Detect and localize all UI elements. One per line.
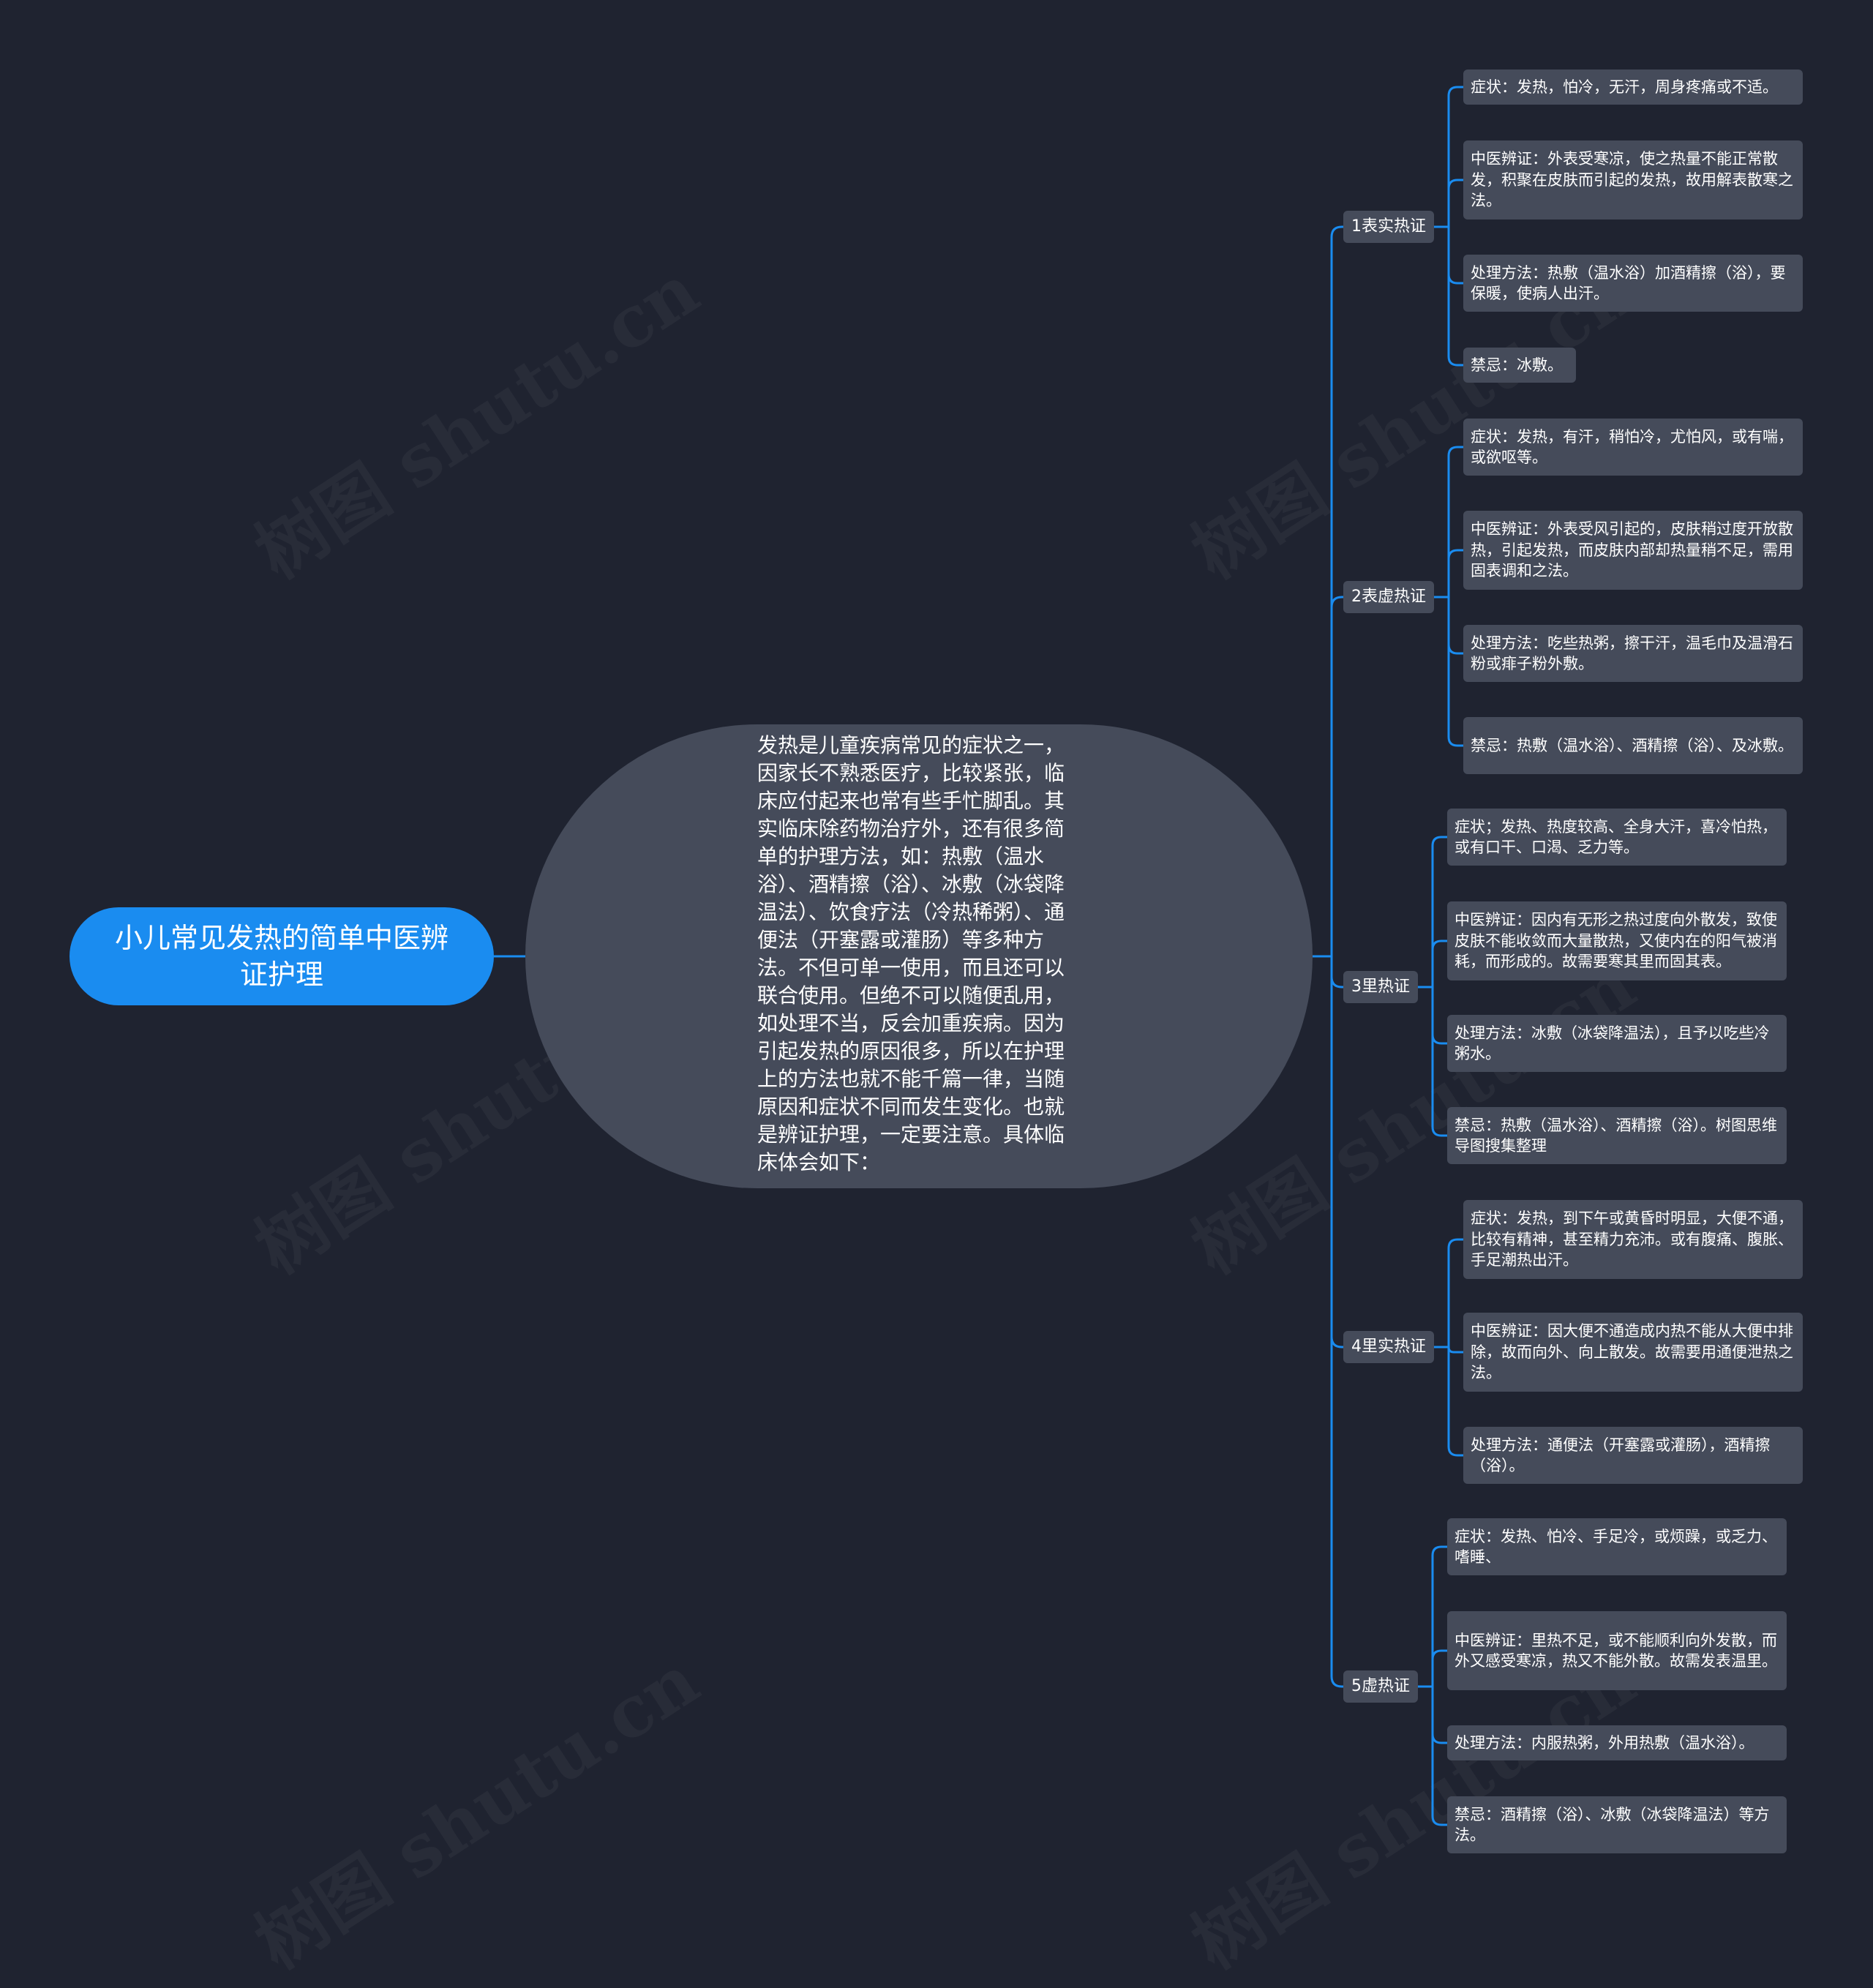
leaf-contraindication[interactable]: 禁忌：热敷（温水浴）、酒精擦（浴）。树图思维导图搜集整理: [1447, 1107, 1787, 1164]
leaf-treatment[interactable]: 处理方法：吃些热粥，擦干汗，温毛巾及温滑石粉或痱子粉外敷。: [1463, 625, 1803, 682]
center-topic-text: 发热是儿童疾病常见的症状之一，因家长不熟悉医疗，比较紧张，临床应付起来也常有些手…: [757, 733, 1065, 1174]
connector-leaf: [1447, 1346, 1463, 1354]
connector-leaf: [1447, 1238, 1463, 1347]
leaf-treatment[interactable]: 处理方法：通便法（开塞露或灌肠），酒精擦（浴）。: [1463, 1427, 1803, 1484]
leaf-diagnosis[interactable]: 中医辨证：外表受寒凉，使之热量不能正常散发，积聚在皮肤而引起的发热，故用解表散寒…: [1463, 140, 1803, 220]
connector-leaf: [1447, 227, 1463, 367]
connector-leaf: [1447, 227, 1463, 285]
leaf-diagnosis[interactable]: 中医辨证：外表受风引起的，皮肤稍过度开放散热，引起发热，而皮肤内部却热量稍不足，…: [1463, 511, 1803, 590]
branch-3-li-re[interactable]: 3里热证: [1343, 971, 1418, 1003]
connector-leaf: [1431, 1687, 1447, 1744]
connector-branch: [1330, 956, 1343, 1688]
connector-leaf: [1447, 1347, 1463, 1457]
connector-leaf: [1431, 836, 1447, 987]
connector-branch: [1330, 956, 1343, 989]
branch-4-li-shi-re[interactable]: 4里实热证: [1343, 1331, 1434, 1363]
leaf-treatment[interactable]: 处理方法：内服热粥，外用热敷（温水浴）。: [1447, 1725, 1787, 1760]
leaf-contraindication[interactable]: 禁忌：热敷（温水浴）、酒精擦（浴）、及冰敷。: [1463, 717, 1803, 774]
leaf-diagnosis[interactable]: 中医辨证：因内有无形之热过度向外散发，致使皮肤不能收敛而大量散热，又使内在的阳气…: [1447, 901, 1787, 980]
root-topic-label: 小儿常见发热的简单中医辨证护理: [114, 922, 448, 991]
connector-leaf: [1447, 549, 1463, 597]
connector-leaf: [1431, 987, 1447, 1137]
branch-1-biao-shi-re[interactable]: 1表实热证: [1343, 211, 1434, 243]
center-topic[interactable]: [525, 724, 1313, 1188]
leaf-treatment[interactable]: 处理方法：冰敷（冰袋降温法），且予以吃些冷粥水。: [1447, 1015, 1787, 1072]
connector-leaf: [1431, 1545, 1447, 1687]
branch-2-biao-xu-re[interactable]: 2表虚热证: [1343, 581, 1434, 613]
connector-leaf: [1431, 939, 1447, 987]
leaf-diagnosis[interactable]: 中医辨证：里热不足，或不能顺利向外发散，而外又感受寒凉，热又不能外散。故需发表温…: [1447, 1611, 1787, 1690]
branch-5-xu-re[interactable]: 5虚热证: [1343, 1670, 1418, 1703]
connector-branch: [1330, 596, 1343, 956]
connector-leaf: [1431, 1687, 1447, 1826]
leaf-diagnosis[interactable]: 中医辨证：因大便不通造成内热不能从大便中排除，故而向外、向上散发。故需要用通便泄…: [1463, 1313, 1803, 1392]
connector-leaf: [1447, 179, 1463, 227]
connector-branch: [1330, 225, 1343, 956]
leaf-symptom[interactable]: 症状；发热、热度较高、全身大汗，喜冷怕热，或有口干、口渴、乏力等。: [1447, 809, 1787, 866]
connector-leaf: [1447, 446, 1463, 597]
leaf-symptom[interactable]: 症状：发热，有汗，稍怕冷，尤怕风，或有喘，或欲呕等。: [1463, 419, 1803, 476]
leaf-symptom[interactable]: 症状：发热，到下午或黄昏时明显，大便不通，比较有精神，甚至精力充沛。或有腹痛、腹…: [1463, 1200, 1803, 1279]
connector-leaf: [1447, 597, 1463, 747]
connector-leaf: [1447, 86, 1463, 227]
leaf-treatment[interactable]: 处理方法：热敷（温水浴）加酒精擦（浴），要保暖，使病人出汗。: [1463, 255, 1803, 312]
connector-leaf: [1431, 987, 1447, 1045]
leaf-symptom[interactable]: 症状：发热，怕冷，无汗，周身疼痛或不适。: [1463, 70, 1803, 105]
connector-leaf: [1431, 1649, 1447, 1687]
leaf-symptom[interactable]: 症状：发热、怕冷、手足冷，或烦躁，或乏力、嗜睡、: [1447, 1518, 1787, 1575]
leaf-contraindication[interactable]: 禁忌：酒精擦（浴）、冰敷（冰袋降温法）等方法。: [1447, 1796, 1787, 1853]
root-topic[interactable]: 小儿常见发热的简单中医辨证护理: [70, 907, 494, 1005]
connector-leaf: [1447, 597, 1463, 655]
connector-branch: [1330, 956, 1343, 1349]
leaf-contraindication[interactable]: 禁忌：冰敷。: [1463, 348, 1576, 383]
connector-lines: [494, 86, 1463, 1826]
